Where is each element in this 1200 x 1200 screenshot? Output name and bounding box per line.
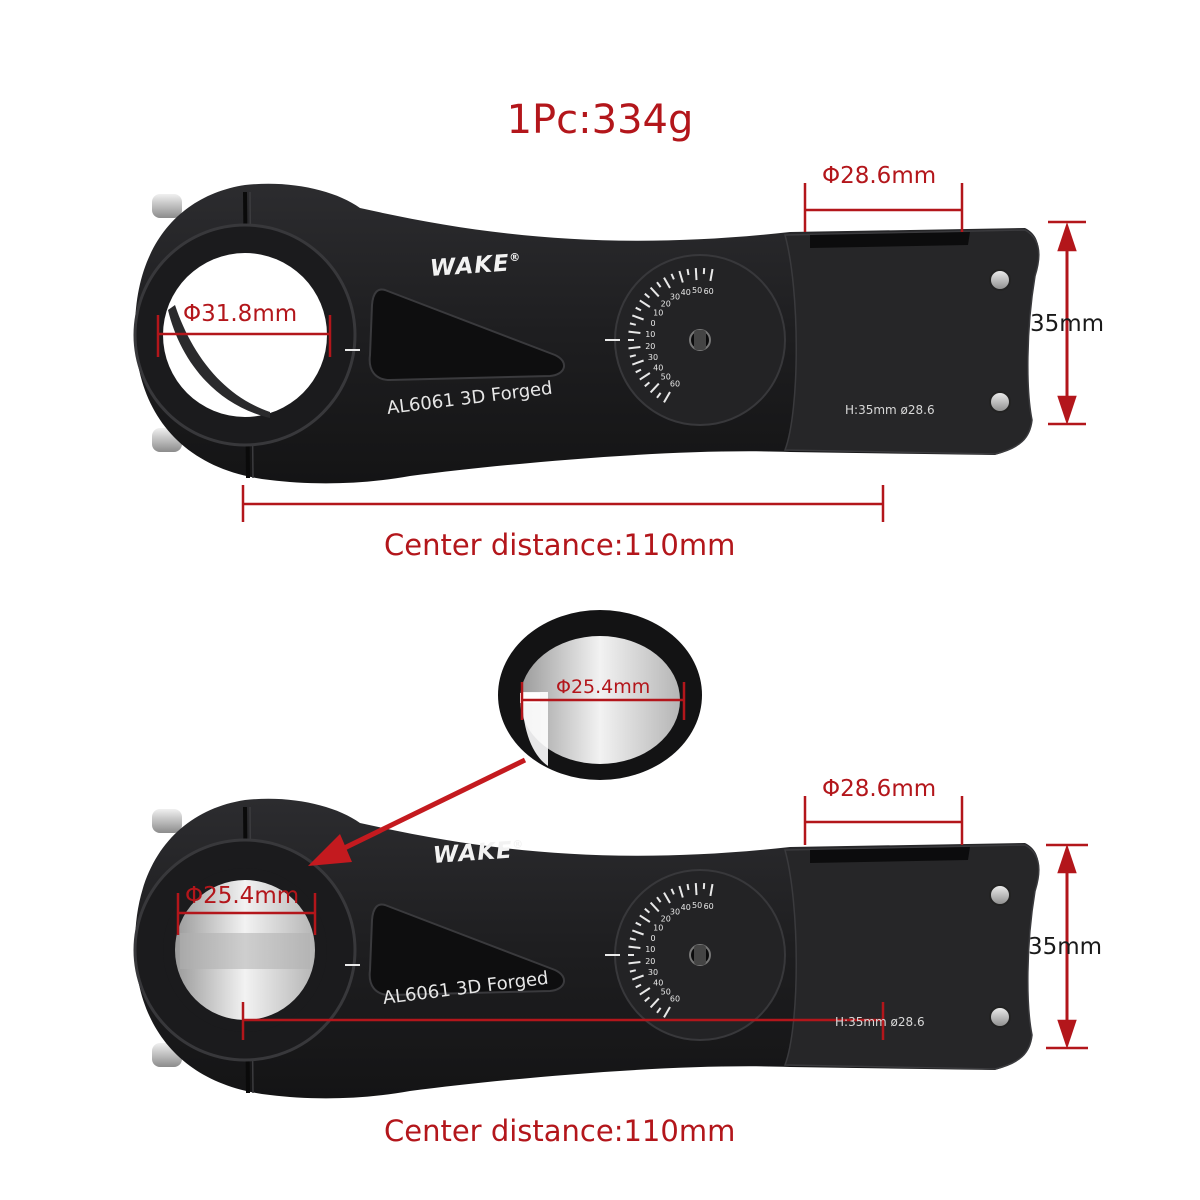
angle-tick [631,929,644,936]
angle-numeral: 60 [670,994,680,1003]
angle-tick [644,996,651,1003]
angle-numeral: 0 [650,934,655,943]
shim-diameter-label: Φ25.4mm [556,676,651,698]
angle-tick [663,1006,671,1018]
angle-tick [656,896,662,903]
angle-tick [635,368,642,374]
stem-2-stack-height-label: 35mm [1028,934,1103,960]
stem-1-handlebar-clamp-label: Φ31.8mm [183,301,298,327]
angle-tick [635,983,642,989]
angle-tick [629,937,637,941]
angle-numeral: 40 [681,903,691,912]
angle-tick [628,961,641,965]
angle-tick [678,270,684,283]
angle-numeral: 40 [653,979,663,988]
angle-tick [649,382,660,394]
angle-tick [644,381,651,388]
angle-numeral: 20 [661,300,671,309]
angle-tick [635,306,642,312]
stem-1-stack-height-label: 35mm [1030,311,1105,337]
angle-tick [629,354,637,358]
angle-numeral: 60 [704,902,714,911]
angle-tick [670,888,675,895]
angle-tick [694,268,698,281]
angle-tick [628,945,641,949]
handlebar-shim [498,610,702,780]
angle-numeral: 20 [661,915,671,924]
stem-2-spec-label: H:35mm ø28.6 [835,1015,925,1029]
angle-numeral: 60 [670,379,680,388]
angle-tick [670,273,675,280]
shim-arrow [328,757,527,858]
stem-2-handlebar-clamp-label: Φ25.4mm [185,883,300,909]
angle-numeral: 50 [692,901,702,910]
angle-numeral: 30 [648,968,658,977]
annotations [156,183,1088,1050]
angle-tick [656,392,662,399]
stem-1-spec-label: H:35mm ø28.6 [845,403,935,417]
angle-tick [709,883,714,897]
angle-numeral: 20 [645,342,655,351]
angle-numeral: 10 [645,330,655,339]
angle-tick [644,292,651,299]
angle-tick [631,974,644,981]
angle-numeral: 60 [704,287,714,296]
angle-tick [631,314,644,321]
angle-tick [663,277,671,289]
angle-tick [649,901,660,913]
angle-numeral: 30 [670,908,680,917]
angle-numeral: 10 [653,309,663,318]
angle-tick [639,914,651,923]
angle-tick [649,286,660,298]
angle-tick [694,883,698,896]
angle-tick [628,346,641,350]
angle-numeral: 50 [661,372,671,381]
angle-numeral: 20 [645,957,655,966]
stem-1-center-distance-label: Center distance:110mm [384,528,736,562]
angle-tick [686,883,690,891]
angle-tick [663,892,671,904]
angle-tick [644,907,651,914]
angle-numeral: 50 [661,987,671,996]
angle-tick [639,299,651,308]
angle-tick [629,322,637,326]
angle-tick [628,330,641,334]
angle-numeral: 30 [670,293,680,302]
weight-label: 1Pc:334g [506,97,694,143]
angle-tick [639,987,651,996]
angle-tick [631,359,644,366]
angle-tick [629,969,637,973]
angle-tick [635,921,642,927]
angle-tick [709,268,714,282]
angle-tick [678,885,684,898]
stem-1-steerer-clamp-label: Φ28.6mm [822,163,937,189]
angle-tick [663,391,671,403]
angle-tick [686,268,690,276]
angle-numeral: 40 [653,364,663,373]
angle-numeral: 40 [681,288,691,297]
angle-tick [649,997,660,1009]
angle-numeral: 10 [645,945,655,954]
angle-tick [656,281,662,288]
angle-numeral: 30 [648,353,658,362]
angle-numeral: 10 [653,924,663,933]
angle-tick [639,372,651,381]
stem-2-steerer-clamp-label: Φ28.6mm [822,776,937,802]
angle-tick [656,1007,662,1014]
angle-numeral: 0 [650,319,655,328]
stem-2-center-distance-label: Center distance:110mm [384,1114,736,1148]
angle-numeral: 50 [692,286,702,295]
